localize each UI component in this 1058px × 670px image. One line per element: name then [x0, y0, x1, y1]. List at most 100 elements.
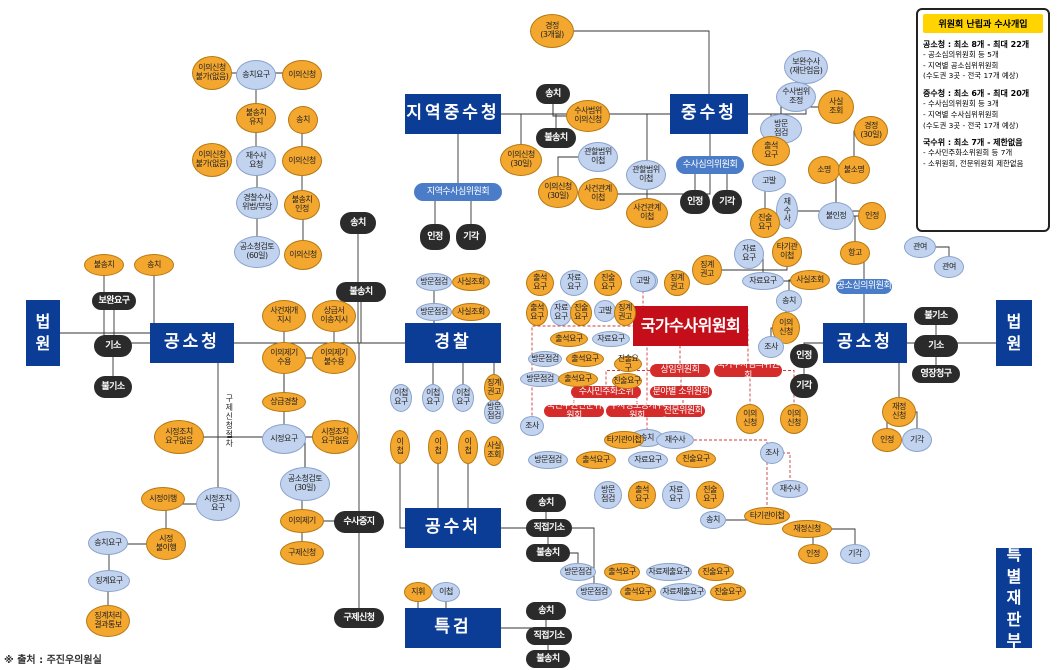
- node-o29: 시정 불이행: [146, 528, 186, 560]
- node-d_injeong3: 인정: [790, 344, 818, 368]
- node-d_tg_bul: 불송치: [526, 650, 570, 668]
- node-o69: 방문점검: [416, 303, 452, 321]
- node-o23: 공소청검토 (30일): [280, 467, 330, 501]
- node-jungsu: 중수청: [670, 94, 748, 134]
- node-gukga_sim: 국가수사심의위원회: [714, 360, 782, 381]
- node-o16: 상급서 이송지시: [312, 300, 356, 332]
- node-o113: 자료제출요구: [646, 563, 692, 581]
- node-o48: 고발: [752, 170, 786, 192]
- legend-item: - 지역별 공소심위위원회: [923, 60, 999, 70]
- node-o4: 불송치 유지: [236, 103, 276, 133]
- node-o44: 출석 요구: [752, 136, 790, 166]
- node-o50: 재 수 사: [776, 193, 798, 229]
- node-o110: 기각: [840, 544, 870, 564]
- node-o63: 관여: [934, 256, 964, 278]
- node-p1: 구 제 신 청 절 차: [225, 394, 233, 448]
- node-o117: 자료제출요구: [660, 583, 706, 601]
- node-o42: 사실 조회: [818, 90, 854, 124]
- node-d_tg_jik: 직접기소: [526, 627, 572, 645]
- legend-section-jungsu: 중수청 : 최소 6개 - 최대 20개 - 수사심의위원회 등 3개 - 지역…: [923, 88, 1043, 131]
- node-o35: 관할범위 이첩: [578, 142, 618, 172]
- node-o15: 사건재개 지시: [262, 300, 306, 332]
- node-o86: 진술요구: [614, 354, 642, 372]
- node-o122: 이 첩: [390, 430, 410, 464]
- legend-section-gongso: 공소청 : 최소 8개 - 최대 22개 - 공소심의위원회 등 5개 - 지역…: [923, 39, 1043, 82]
- node-o64: 재정 신청: [882, 397, 916, 427]
- legend-item: (수도권 3곳 - 전국 17개 예상): [923, 71, 1019, 81]
- node-o2: 송치요구: [236, 60, 276, 90]
- node-o26: 이의제기: [280, 509, 324, 533]
- node-o5: 송치: [288, 106, 318, 134]
- node-o56: 항고: [840, 241, 870, 265]
- node-d_gs_song: 송치: [526, 494, 566, 512]
- node-o31: 징계처리 결과통보: [86, 605, 130, 637]
- node-court_r: 법 원: [996, 300, 1032, 366]
- node-gongso_r: 공소청: [823, 323, 907, 363]
- node-o59: 송치: [776, 290, 802, 312]
- node-o19: 상급경찰: [262, 392, 306, 412]
- node-o114: 진술요구: [698, 563, 734, 581]
- legend-title: 위원회 난립과 수사개입: [923, 14, 1043, 33]
- node-o52: 진술 요구: [750, 208, 780, 238]
- node-o61: 조사: [758, 336, 784, 358]
- node-o106: 송치: [700, 511, 726, 529]
- node-o10: 불송치 인정: [284, 190, 320, 220]
- node-o81: 고발: [630, 270, 656, 292]
- node-d_tg_song: 송치: [526, 602, 566, 620]
- node-o101: 방문 점검: [594, 481, 622, 509]
- node-o30: 징계요구: [88, 570, 130, 592]
- node-o12: 이의신청: [284, 240, 322, 270]
- node-o1: 이의신청 불가(없음): [192, 56, 232, 90]
- node-o125: 징계 권고: [484, 374, 504, 402]
- node-o62: 관여: [904, 236, 936, 258]
- legend-section-gukga: 국수위 : 최소 7개 - 제한없음 - 수사민주화소위원회 등 7개 - 소위…: [923, 137, 1043, 169]
- node-o124: 이 첩: [458, 430, 478, 464]
- node-jeongbo: 수사정보공개위원회: [606, 401, 668, 421]
- node-o21: 시정조치 요구없음: [154, 420, 204, 454]
- node-o25: 시정조치 요구: [196, 487, 240, 521]
- node-o49: 불인정: [818, 202, 854, 230]
- node-d_songchi1: 송치: [340, 212, 376, 234]
- node-o123: 이 첩: [428, 430, 448, 464]
- node-o3: 이의신청: [282, 60, 322, 90]
- node-d_bowan: 보완요구: [92, 292, 136, 310]
- node-o45: 경정 (30일): [854, 116, 888, 146]
- node-d_jy_song: 송치: [536, 84, 570, 104]
- node-o109: 인정: [798, 544, 828, 564]
- node-o66: 기각: [902, 428, 932, 452]
- node-gukga: 국가수사위원회: [633, 306, 748, 346]
- node-o71: 출석 요구: [526, 270, 554, 296]
- node-o14: 송치: [134, 254, 174, 276]
- node-o92: 이의 신청: [780, 404, 808, 434]
- node-o72: 자료 요구: [560, 270, 588, 296]
- node-o78: 진술 요구: [570, 300, 592, 326]
- node-o17: 이의제기 수용: [262, 342, 306, 374]
- node-court_l: 법 원: [26, 300, 60, 366]
- node-o104: 진술 요구: [696, 481, 724, 509]
- node-o18: 이의제기 불수용: [312, 342, 356, 374]
- node-o91: 이의 신청: [736, 404, 764, 434]
- node-o126: 방문 점검: [484, 400, 504, 424]
- node-o83: 자료요구: [592, 331, 630, 347]
- node-o22: 시정조치 요구없음: [312, 420, 358, 454]
- node-o116: 출석요구: [620, 583, 656, 601]
- node-d_guje: 구제신청: [334, 608, 384, 628]
- node-o115: 방문점검: [576, 583, 612, 601]
- legend-box: 위원회 난립과 수사개입 공소청 : 최소 8개 - 최대 22개 - 공소심의…: [916, 8, 1050, 232]
- legend-item: (수도권 3곳 - 전국 17개 예상): [923, 120, 1019, 130]
- node-teukgeom: 특검: [405, 608, 501, 648]
- node-o80: 징계 권고: [614, 300, 636, 326]
- node-o89: 진술요구: [612, 373, 642, 389]
- link-84: [552, 30, 710, 114]
- node-d_gigak3: 기각: [790, 374, 818, 398]
- node-o55: 타기관 이첩: [772, 237, 802, 267]
- node-o87: 방문점검: [520, 371, 560, 387]
- link-48: [690, 325, 749, 371]
- node-o90: 조사: [520, 416, 544, 436]
- node-jiyeok: 지역중수청: [405, 94, 501, 134]
- node-gyeongchal: 경찰: [405, 323, 501, 363]
- source-note: ※ 출처 : 주진우의원실: [4, 655, 102, 666]
- legend-item: - 수사심의위원회 등 3개: [923, 99, 999, 109]
- legend-item: - 공소심의위원회 등 5개: [923, 50, 999, 59]
- node-o58: 사실조회: [790, 270, 830, 290]
